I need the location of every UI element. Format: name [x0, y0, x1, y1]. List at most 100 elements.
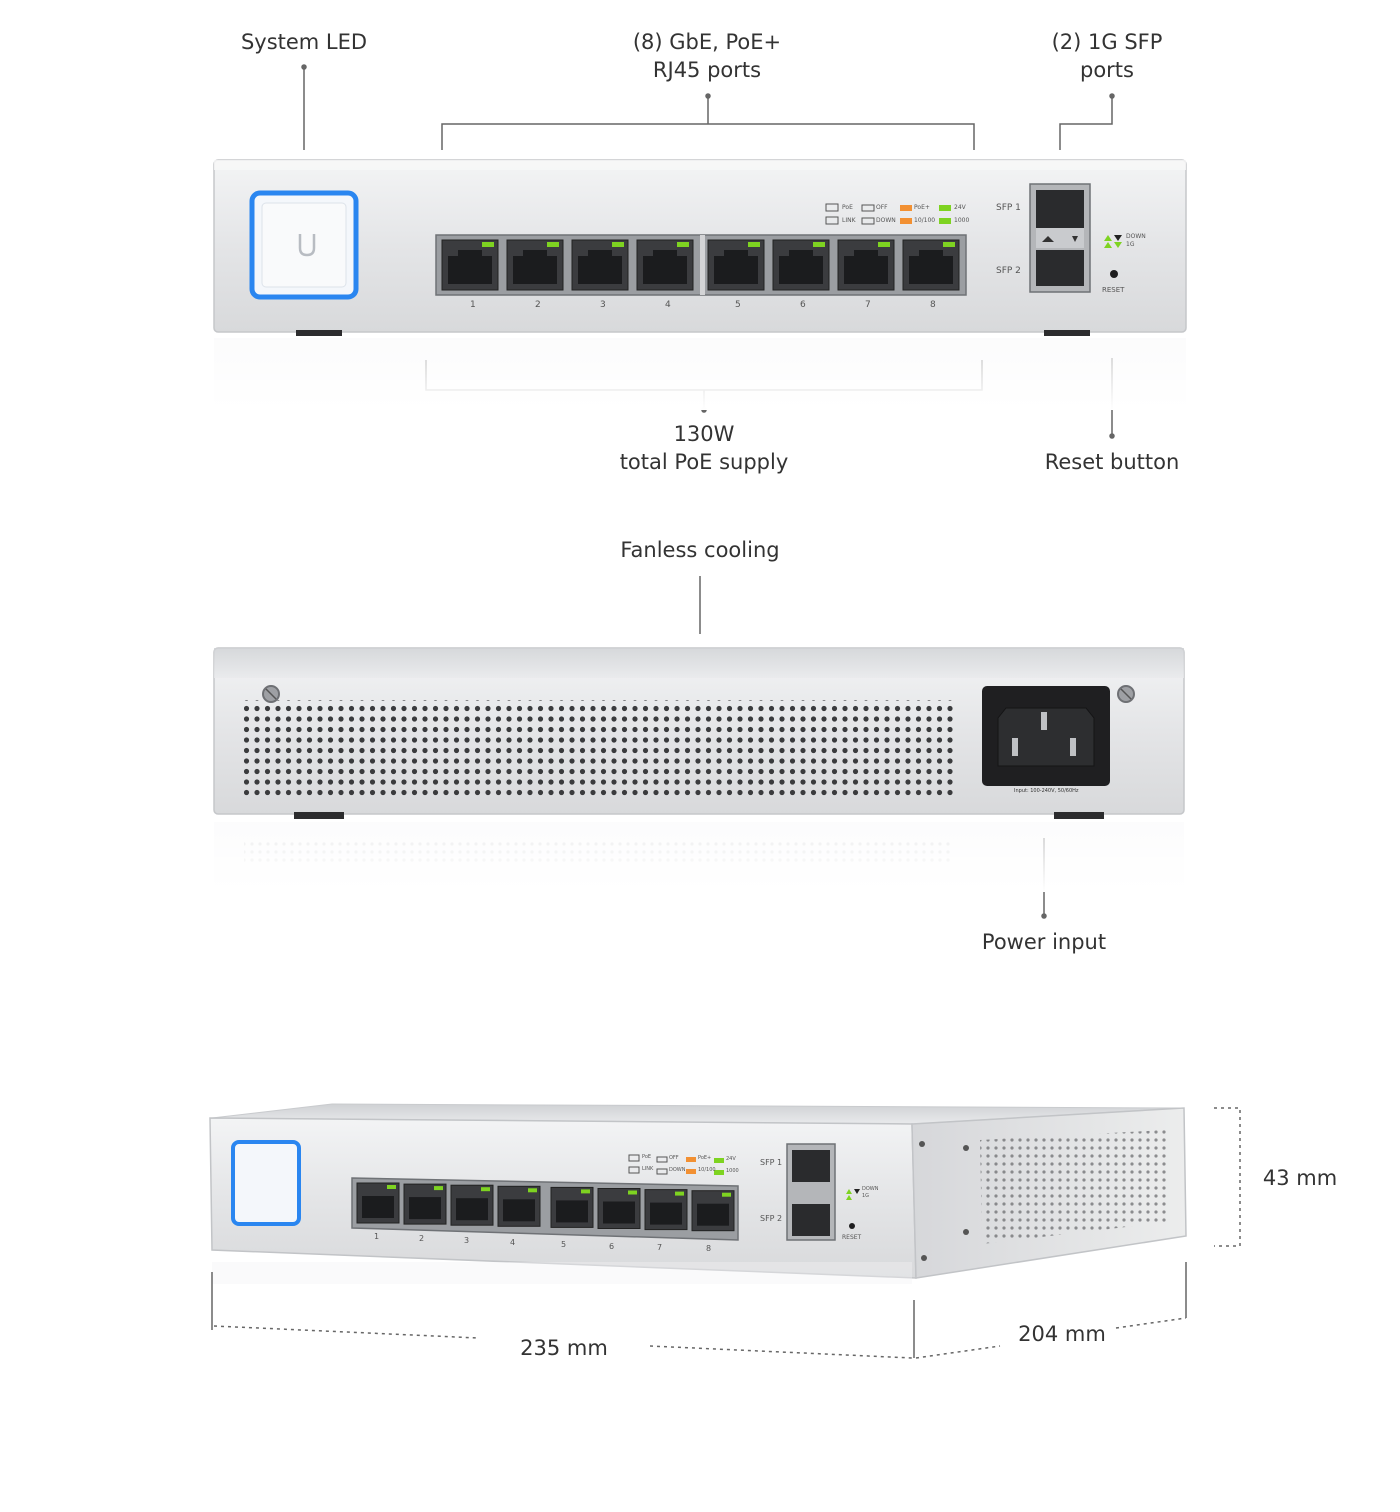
- sfp-label-line1: (2) 1G SFP: [1051, 30, 1163, 54]
- link-led: [612, 242, 624, 247]
- persp-legend-off: OFF: [669, 1155, 679, 1161]
- system-led-label: System LED: [240, 30, 368, 54]
- perspective-view: [209, 1103, 1241, 1359]
- side-vent-grille: [980, 1130, 1168, 1244]
- rj45-port: [597, 1188, 641, 1229]
- port-number: 7: [865, 300, 871, 310]
- persp-port-number: 6: [609, 1242, 615, 1251]
- persp-port-number: 5: [561, 1240, 567, 1249]
- led-legend: [825, 203, 951, 225]
- sfp-legend-1g: 1G: [1126, 241, 1135, 248]
- depth-dimension-label: 204 mm: [1018, 1322, 1106, 1346]
- link-led: [813, 242, 825, 247]
- sfp1-label: SFP 1: [996, 203, 1021, 213]
- persp-sfp2-label: SFP 2: [760, 1214, 783, 1223]
- sfp-led-legend: [1104, 235, 1122, 248]
- link-led: [481, 1187, 490, 1192]
- perspective-led-legend: [628, 1154, 724, 1175]
- power-rating-print: Input: 100-240V, 50/60Hz: [1014, 788, 1079, 794]
- reset-print: RESET: [1102, 286, 1125, 294]
- sfp-label-line2: ports: [1080, 58, 1134, 82]
- rj45-label-line1: (8) GbE, PoE+: [632, 30, 782, 54]
- port-number: 5: [735, 300, 741, 310]
- sfp2-label: SFP 2: [996, 266, 1021, 276]
- persp-reset-print: RESET: [842, 1234, 862, 1241]
- link-led: [528, 1188, 537, 1193]
- port-number: 6: [800, 300, 806, 310]
- rear-view: [213, 576, 1185, 919]
- rj45-port: [691, 1190, 735, 1232]
- system-led: [231, 1140, 301, 1226]
- persp-legend-poe-plus: PoE+: [698, 1155, 712, 1161]
- persp-sfp1-label: SFP 1: [760, 1158, 783, 1167]
- rj45-port: [571, 239, 629, 291]
- rj45-port: [902, 239, 960, 291]
- rj45-port: [707, 239, 765, 291]
- dimension-lines: [211, 1107, 1241, 1359]
- legend-link: LINK: [842, 217, 856, 224]
- rj45-port: [356, 1182, 400, 1224]
- legend-10-100: 10/100: [914, 217, 936, 224]
- rj45-port: [450, 1184, 494, 1226]
- persp-port-number: 3: [464, 1236, 470, 1245]
- persp-legend-link: LINK: [642, 1166, 654, 1172]
- reset-button-hole: [1110, 270, 1118, 278]
- poe-label-line1: 130W: [673, 422, 735, 446]
- link-led: [547, 242, 559, 247]
- height-dimension-label: 43 mm: [1262, 1166, 1338, 1190]
- fanless-label: Fanless cooling: [620, 538, 780, 562]
- rj45-port: [636, 239, 694, 291]
- link-led: [878, 242, 890, 247]
- persp-sfp-legend-down: DOWN: [862, 1186, 879, 1192]
- rj45-port: [837, 239, 895, 291]
- legend-off: OFF: [876, 204, 888, 211]
- sfp-legend-down: DOWN: [1126, 233, 1146, 240]
- width-dimension-label: 235 mm: [520, 1336, 608, 1360]
- persp-port-number: 1: [374, 1232, 380, 1241]
- link-led: [482, 242, 494, 247]
- sfp-port-block: [1029, 183, 1091, 293]
- legend-poe-plus: PoE+: [914, 204, 930, 211]
- persp-port-number: 2: [419, 1234, 425, 1243]
- link-led: [722, 1192, 731, 1197]
- rj45-port-block: [435, 234, 967, 296]
- legend-down: DOWN: [876, 217, 896, 224]
- persp-legend-down: DOWN: [669, 1167, 686, 1173]
- port-number: 2: [535, 300, 541, 310]
- persp-port-number: 4: [510, 1238, 516, 1247]
- port-number: 4: [665, 300, 671, 310]
- rj45-label-line2: RJ45 ports: [652, 58, 762, 82]
- legend-24v: 24V: [954, 204, 966, 211]
- power-inlet-icon: [982, 686, 1110, 786]
- link-led: [748, 242, 760, 247]
- link-led: [628, 1190, 637, 1195]
- front-view: [213, 64, 1187, 439]
- power-input-label: Power input: [981, 930, 1107, 954]
- persp-port-number: 8: [706, 1244, 712, 1253]
- ubiquiti-logo-icon: [298, 234, 316, 257]
- link-led: [387, 1185, 396, 1189]
- reset-label: Reset button: [1044, 450, 1180, 474]
- persp-legend-24v: 24V: [726, 1156, 736, 1162]
- rj45-port: [644, 1189, 688, 1231]
- legend-poe: PoE: [842, 204, 853, 211]
- link-led: [675, 1191, 684, 1196]
- persp-sfp-legend-1g: 1G: [862, 1193, 870, 1199]
- port-number: 8: [930, 300, 936, 310]
- link-led: [434, 1186, 443, 1191]
- legend-1000: 1000: [954, 217, 970, 224]
- rj45-port: [497, 1185, 541, 1227]
- rj45-port: [550, 1186, 594, 1228]
- rj45-port: [506, 239, 564, 291]
- port-number: 3: [600, 300, 606, 310]
- rj45-port: [403, 1183, 447, 1225]
- persp-legend-1000: 1000: [726, 1168, 739, 1174]
- rj45-port: [441, 239, 499, 291]
- link-led: [943, 242, 955, 247]
- perspective-ports: [356, 1182, 735, 1232]
- link-led: [581, 1189, 590, 1194]
- persp-port-number: 7: [657, 1243, 663, 1252]
- port-number: 1: [470, 300, 476, 310]
- link-led: [677, 242, 689, 247]
